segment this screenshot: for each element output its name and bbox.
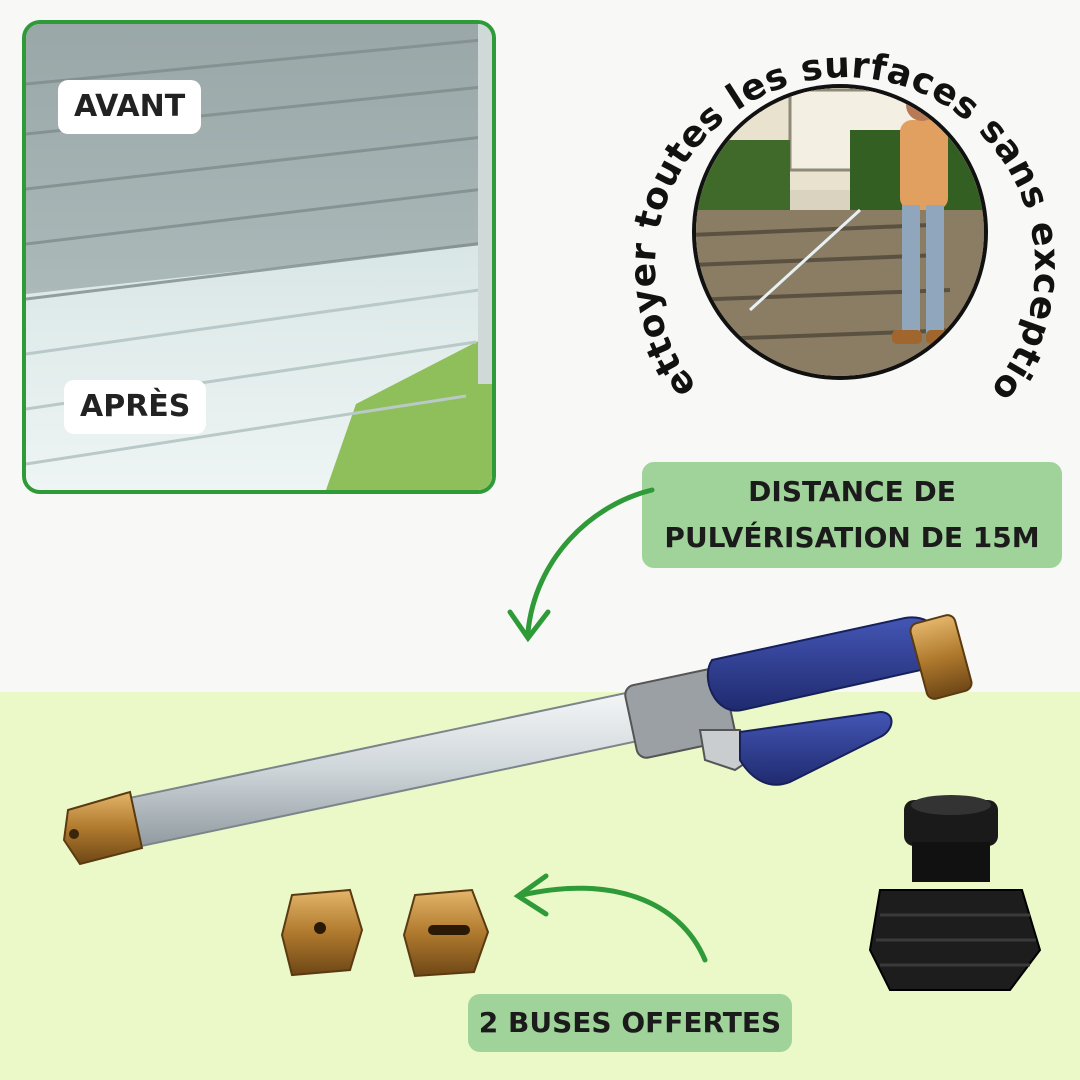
spray-distance-line2: PULVÉRISATION DE 15M (664, 521, 1040, 554)
before-label: AVANT (58, 80, 202, 134)
spray-tube (118, 688, 654, 850)
spray-distance-line1: DISTANCE DE (748, 475, 956, 508)
free-nozzles-label: 2 BUSES OFFERTES (478, 1006, 782, 1039)
trigger-lever (739, 710, 893, 786)
handle-grip (706, 616, 943, 712)
spray-distance-callout: DISTANCE DE PULVÉRISATION DE 15M (642, 462, 1062, 568)
before-after-photo (22, 20, 496, 494)
hose-adapter (868, 795, 1042, 991)
free-nozzles-callout: 2 BUSES OFFERTES (468, 994, 792, 1052)
rear-connector (909, 614, 973, 700)
after-label: APRÈS (64, 380, 207, 434)
tip-nozzle (62, 790, 144, 866)
siding-illustration (26, 24, 492, 490)
circle-badge: Nettoyer toutes les surfaces sans except… (615, 0, 1070, 460)
